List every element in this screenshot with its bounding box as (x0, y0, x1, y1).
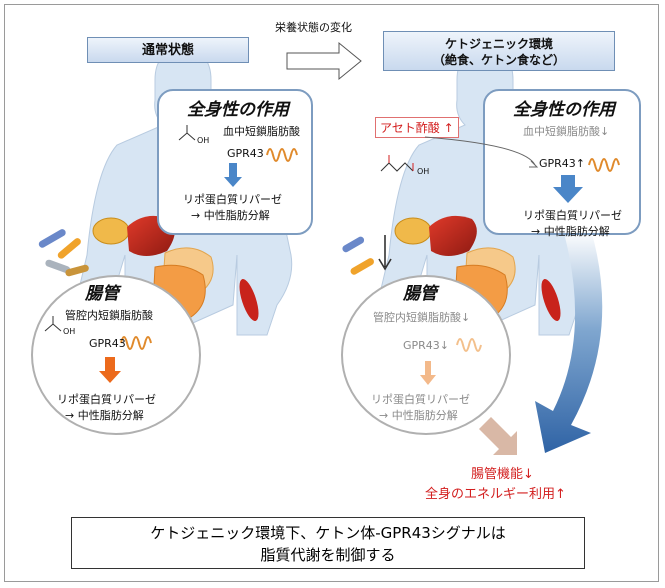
molecule-acetate-left-gut (44, 316, 152, 383)
scfa-left-sys: 血中短鎖脂肪酸 (223, 125, 300, 138)
fat-left-sys: → 中性脂肪分解 (191, 209, 270, 222)
gut-bacteria-left (38, 229, 89, 277)
oh-left-gut: OH (63, 327, 76, 336)
header-normal-text: 通常状態 (141, 43, 194, 58)
header-normal-state: 通常状態 (87, 37, 249, 63)
arrow-faint-orange-right-gut (420, 361, 436, 385)
conclusion-line2: 脂質代謝を制御する (260, 546, 396, 564)
lpl-left-sys: リポ蛋白質リパーゼ (183, 193, 282, 206)
title-systemic-right: 全身性の作用 (513, 100, 615, 120)
scfa-left-gut: 管腔内短鎖脂肪酸 (65, 309, 153, 322)
scfa-right-gut: 管腔内短鎖脂肪酸↓ (373, 311, 471, 324)
muscle-right (541, 278, 561, 322)
receptor-right-gut: GPR43↓ (403, 339, 450, 352)
header-ketogenic-line1: ケトジェニック環境 (444, 37, 553, 51)
transition-label: 栄養状態の変化 (275, 21, 352, 34)
arrow-orange-left-gut (99, 357, 121, 383)
lpl-left-gut: リポ蛋白質リパーゼ (57, 393, 156, 406)
receptor-left-gut: GPR43 (89, 337, 126, 350)
energy-use-arrow (535, 230, 603, 453)
conclusion-line1: ケトジェニック環境下、ケトン体-GPR43シグナルは (150, 524, 506, 542)
liver-right (429, 215, 477, 256)
lpl-right-gut: リポ蛋白質リパーゼ (371, 393, 470, 406)
transition-arrow (286, 41, 362, 81)
receptor-left-sys: GPR43 (227, 147, 264, 160)
bacteria-decrease-arrow (378, 235, 392, 271)
figure-frame: 通常状態 栄養状態の変化 ケトジェニック環境 （絶食、ケトン食など） 全身性の作… (4, 4, 659, 582)
fat-right-gut: → 中性脂肪分解 (379, 409, 458, 422)
oh-acetoacetate: OH (417, 167, 430, 176)
fat-left-gut: → 中性脂肪分解 (65, 409, 144, 422)
muscle-left (239, 278, 259, 322)
title-systemic-left: 全身性の作用 (187, 100, 289, 120)
molecule-acetoacetate (380, 136, 539, 172)
lpl-right-sys: リポ蛋白質リパーゼ (523, 209, 622, 222)
conclusion-box: ケトジェニック環境下、ケトン体-GPR43シグナルは 脂質代謝を制御する (71, 517, 585, 569)
header-ketogenic: ケトジェニック環境 （絶食、ケトン食など） (383, 31, 615, 71)
outcome-energy-use: 全身のエネルギー利用↑ (425, 487, 566, 502)
acetoacetate-to-gpr43-arrow (424, 136, 536, 166)
arrow-blue-left-sys (224, 163, 242, 187)
header-ketogenic-line2: （絶食、ケトン食など） (432, 53, 565, 67)
gpr43-icon-right-sys (553, 158, 620, 203)
outcome-gut-function: 腸管機能↓ (471, 467, 534, 482)
acetoacetate-label: アセト酢酸 ↑ (375, 117, 459, 138)
gpr43-icon-left-sys (224, 148, 298, 187)
title-gut-left: 腸管 (85, 284, 119, 304)
title-gut-right: 腸管 (403, 284, 437, 304)
oh-left-sys: OH (197, 136, 210, 145)
gut-function-arrow (479, 417, 517, 455)
panel-systemic-left (157, 89, 313, 235)
circle-gut-left (31, 275, 201, 435)
fat-right-sys: → 中性脂肪分解 (531, 225, 610, 238)
circle-gut-right (341, 275, 511, 435)
arrow-blue-right-sys (553, 175, 583, 203)
gpr43-icon-right-gut (420, 338, 517, 455)
receptor-right-sys: GPR43↑ (539, 157, 586, 170)
gut-bacteria-right (342, 236, 374, 275)
scfa-right-sys: 血中短鎖脂肪酸↓ (523, 125, 610, 138)
